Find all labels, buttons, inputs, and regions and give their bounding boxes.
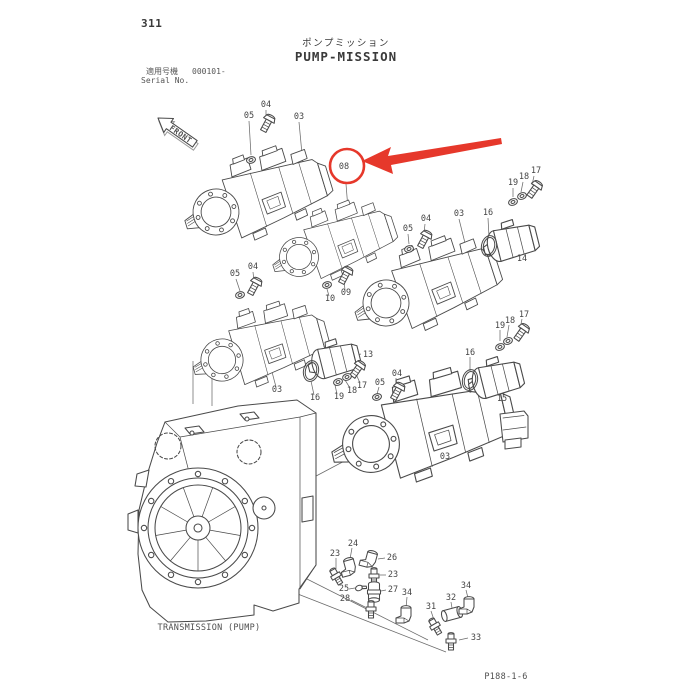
part-callout-32: 32 — [446, 593, 456, 603]
title-japanese: ポンプミッション — [302, 38, 390, 49]
part-19-washer — [507, 196, 519, 208]
part-callout-16: 16 — [465, 348, 475, 358]
front-label: FRONT — [168, 123, 194, 145]
part-callout-18: 18 — [519, 172, 529, 182]
part-callout-23: 23 — [388, 570, 398, 580]
highlight-circle-08 — [328, 147, 366, 185]
part-callout-17: 17 — [519, 310, 529, 320]
part-04-bolt — [244, 275, 265, 298]
part-callout-23: 23 — [330, 549, 340, 559]
part-callout-17: 17 — [531, 166, 541, 176]
highlight-arrow — [362, 138, 502, 174]
part-callout-14: 14 — [517, 254, 527, 264]
part-callout-18: 18 — [505, 316, 515, 326]
part-callout-16: 16 — [483, 208, 493, 218]
part-31-fitting — [425, 615, 445, 637]
serial-label-ja: 適用号機 — [146, 66, 178, 76]
part-callout-04: 04 — [261, 100, 271, 110]
part-18-washer — [516, 190, 528, 202]
part-callout-03: 03 — [440, 452, 450, 462]
part-28-fitting — [365, 600, 377, 619]
part-callout-05: 05 — [230, 269, 240, 279]
part-callout-16: 16 — [310, 393, 320, 403]
part-callout-25: 25 — [339, 584, 349, 594]
transmission-caption: TRANSMISSION (PUMP) — [158, 623, 261, 633]
part-callout-28: 28 — [340, 594, 350, 604]
part-callout-03: 03 — [294, 112, 304, 122]
part-25-plug — [354, 582, 368, 593]
part-callout-33: 33 — [471, 633, 481, 643]
part-callout-18: 18 — [347, 386, 357, 396]
part-04-bolt — [257, 112, 278, 135]
part-callout-19: 19 — [495, 321, 505, 331]
part-callout-31: 31 — [426, 602, 436, 612]
serial-label-en: Serial No. — [141, 76, 189, 85]
pump-bottom-valve-block — [499, 410, 529, 450]
part-19-washer — [494, 341, 506, 353]
pump-assembly-03-mid-left — [181, 290, 337, 402]
leader-lines — [192, 110, 535, 653]
transmission-housing — [127, 399, 317, 623]
title-english: PUMP-MISSION — [295, 49, 397, 64]
part-05-washer — [371, 392, 383, 402]
part-34-elbow — [458, 596, 475, 615]
part-18-washer — [502, 335, 514, 347]
part-callout-03: 03 — [272, 385, 282, 395]
part-callout-10: 10 — [325, 294, 335, 304]
part-callout-15: 15 — [497, 394, 507, 404]
part-callout-19: 19 — [334, 392, 344, 402]
part-callout-27: 27 — [388, 585, 398, 595]
part-callout-17: 17 — [357, 381, 367, 391]
part-19-washer — [332, 376, 344, 388]
doc-code: P188-1-6 — [484, 672, 527, 682]
front-direction-arrow: FRONT — [157, 117, 199, 151]
part-callout-34: 34 — [461, 581, 471, 591]
part-callout-05: 05 — [244, 111, 254, 121]
part-callout-04: 04 — [248, 262, 258, 272]
part-callout-08-circled: 08 — [339, 162, 349, 172]
part-callout-13: 13 — [363, 350, 373, 360]
part-callout-34: 34 — [402, 588, 412, 598]
part-callout-26: 26 — [387, 553, 397, 563]
part-10-washer — [321, 280, 333, 290]
part-26-elbow — [358, 547, 379, 570]
part-callout-05: 05 — [403, 224, 413, 234]
part-callout-19: 19 — [508, 178, 518, 188]
part-callout-04: 04 — [392, 369, 402, 379]
part-callout-03: 03 — [454, 209, 464, 219]
serial-value: 000101- — [192, 67, 226, 76]
part-05-washer — [245, 155, 257, 165]
part-callout-24: 24 — [348, 539, 358, 549]
part-callout-04: 04 — [421, 214, 431, 224]
part-34-elbow — [395, 605, 412, 624]
part-27-valve — [366, 581, 382, 603]
page-number: 311 — [141, 17, 162, 30]
part-33-fitting — [445, 632, 457, 651]
part-callout-05: 05 — [375, 378, 385, 388]
part-callout-09: 09 — [341, 288, 351, 298]
part-05-washer — [234, 290, 246, 300]
